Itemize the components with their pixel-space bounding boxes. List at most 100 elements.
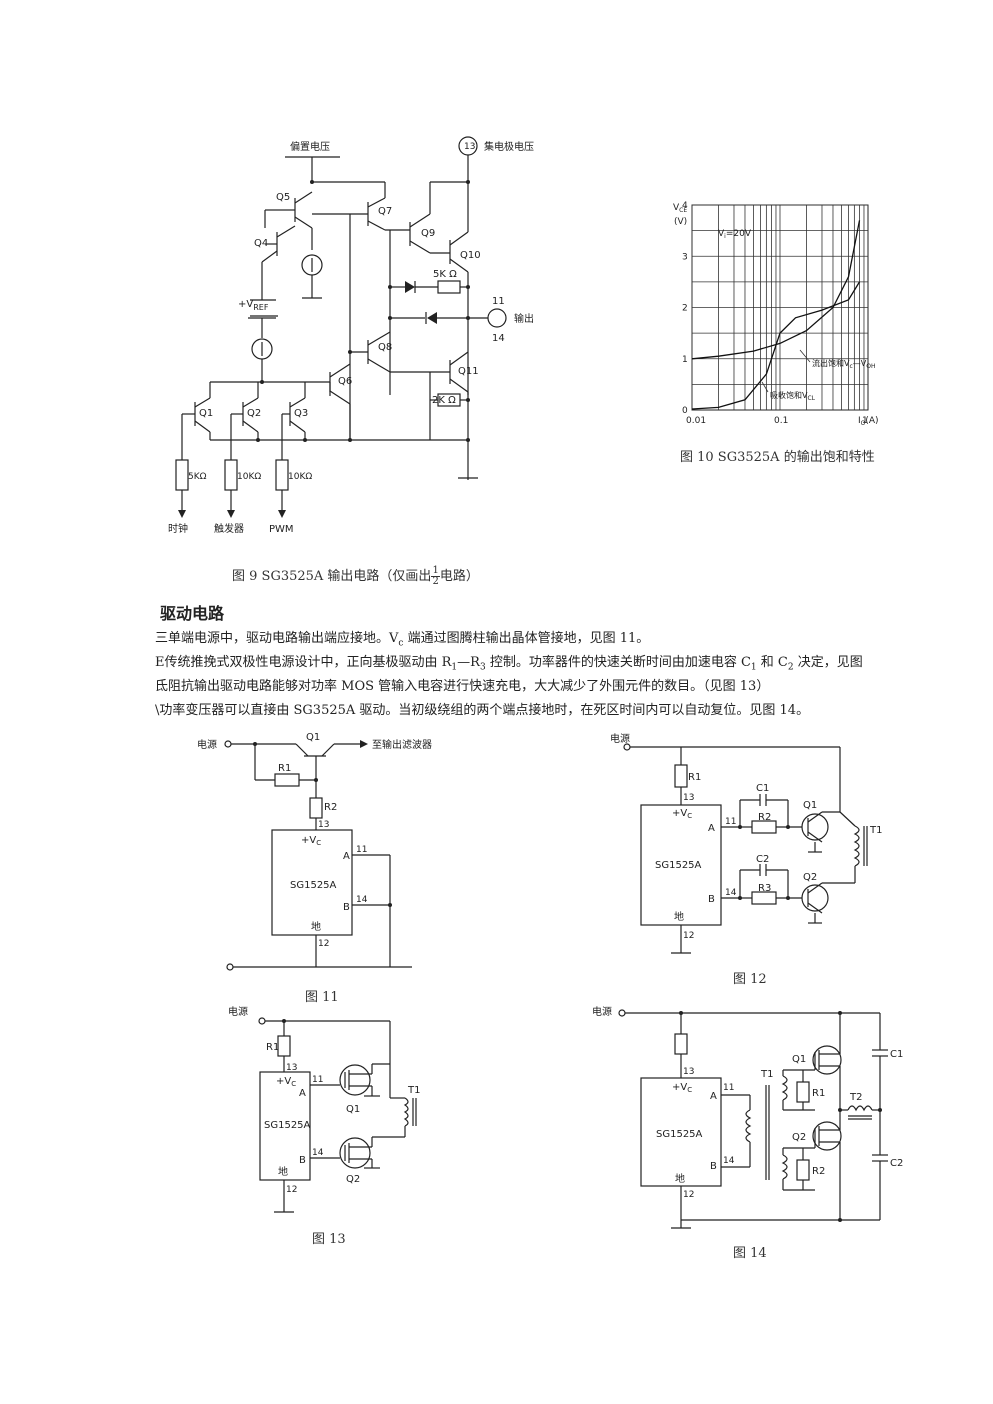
fig11-pin13: 13 <box>318 820 329 830</box>
fig9-pin11: 11 <box>492 296 505 307</box>
fig12-ground: 地 <box>674 910 684 923</box>
fig12-a: A <box>708 823 715 834</box>
fig13-q2: Q2 <box>346 1174 360 1185</box>
fig14-ground: 地 <box>675 1172 685 1185</box>
fig14-pin13: 13 <box>683 1067 694 1077</box>
fig9-q7: Q7 <box>378 206 392 217</box>
fig13-pin11: 11 <box>312 1075 323 1085</box>
fig14-t1: T1 <box>760 1069 773 1080</box>
fig9-trigger: 触发器 <box>214 522 244 535</box>
fig9-q11: Q11 <box>458 366 479 377</box>
fig14-pin14: 14 <box>723 1156 735 1166</box>
fig10-xtick: 1 <box>862 416 868 426</box>
section-heading: 驱动电路 <box>160 604 225 623</box>
fig12-pin13: 13 <box>683 793 694 803</box>
fig11-b: B <box>343 902 350 913</box>
fig14-c1: C1 <box>890 1049 903 1060</box>
fig11-to-filter: 至输出滤波器 <box>372 738 432 751</box>
fig14-pin11: 11 <box>723 1083 734 1093</box>
fig13-power: 电源 <box>228 1005 248 1018</box>
fig11-pin12: 12 <box>318 939 329 949</box>
fig9-r2k: 2K Ω <box>432 395 456 406</box>
fig9-q9: Q9 <box>421 228 435 239</box>
fig11-pin11: 11 <box>356 845 367 855</box>
fig14-a: A <box>710 1091 717 1102</box>
fig9-q3: Q3 <box>294 408 308 419</box>
fig10-y-axis-label: VCE <box>673 203 687 214</box>
section-line-4: \功率变压器可以直接由 SG3525A 驱动。当初级绕组的两个端点接地时，在死区… <box>155 703 810 718</box>
fig13-pin12: 12 <box>286 1185 297 1195</box>
fig10-caption: 图 10 SG3525A 的输出饱和特性 <box>680 450 875 465</box>
fig12-pin11: 11 <box>725 817 736 827</box>
fig12-r3: R3 <box>758 883 771 894</box>
fig14-r2: R2 <box>812 1166 825 1177</box>
fig10-y-unit: (V) <box>674 217 687 227</box>
fig9-r2: 10KΩ <box>237 472 261 482</box>
fig12-power: 电源 <box>610 732 630 745</box>
fig9-r5k: 5K Ω <box>433 269 457 280</box>
fig12-b: B <box>708 894 715 905</box>
fig11-r1: R1 <box>278 763 291 774</box>
fig14-c2: C2 <box>890 1158 903 1169</box>
fig12-chip: SG1525A <box>655 860 702 871</box>
fig10-sink-label: 吸收饱和VCL <box>770 390 816 402</box>
fig11-r2: R2 <box>324 802 337 813</box>
fig14-q1: Q1 <box>792 1054 806 1065</box>
fig14-r1: R1 <box>812 1088 825 1099</box>
fig9-bias-label: 偏置电压 <box>290 140 330 153</box>
section-line-2: E传统推挽式双极性电源设计中，正向基极驱动由 R1—R3 控制。功率器件的快速关… <box>155 655 863 673</box>
fig13-t1: T1 <box>407 1085 420 1096</box>
fig12-q2: Q2 <box>803 872 817 883</box>
fig11-caption: 图 11 <box>305 990 339 1005</box>
fig9-pin14: 14 <box>492 333 505 344</box>
fig11-q1: Q1 <box>306 732 320 743</box>
fig10-ytick: 0 <box>682 406 688 416</box>
fig9-r1: 5KΩ <box>188 472 207 482</box>
fig12-c1: C1 <box>756 783 769 794</box>
fig12-pin14: 14 <box>725 888 737 898</box>
fig12-vc: +VC <box>672 808 692 820</box>
fig11-vc: +VC <box>301 835 321 847</box>
fig14-power: 电源 <box>592 1005 612 1018</box>
fig13-pin14: 14 <box>312 1148 324 1158</box>
fig9-q2: Q2 <box>247 408 261 419</box>
fig9-output: 输出 <box>514 312 534 325</box>
fig12-r2: R2 <box>758 812 771 823</box>
fig9-q8: Q8 <box>378 342 392 353</box>
fig12-t1: T1 <box>869 825 882 836</box>
fig14-b: B <box>710 1161 717 1172</box>
fig11-power: 电源 <box>197 738 217 751</box>
fig12-caption: 图 12 <box>733 972 767 987</box>
fig13-b: B <box>299 1155 306 1166</box>
section-line-3: 氐阻抗输出驱动电路能够对功率 MOS 管输入电容进行快速充电，大大减少了外围元件… <box>155 679 770 694</box>
fig13-vc: +VC <box>276 1076 296 1088</box>
fig12-pin12: 12 <box>683 931 694 941</box>
fig12-r1: R1 <box>688 772 701 783</box>
fig10-ytick: 2 <box>682 304 688 314</box>
fig11-ground: 地 <box>311 920 321 933</box>
fig13-caption: 图 13 <box>312 1232 346 1247</box>
fig9-collector-label: 集电极电压 <box>484 140 534 153</box>
fig13-r1: R1 <box>266 1042 279 1053</box>
fig14-t2: T2 <box>849 1092 862 1103</box>
fig9-vref: +VREF <box>238 299 269 312</box>
fig10-ytick: 3 <box>682 252 688 262</box>
fig9-q10: Q10 <box>460 250 481 261</box>
fig12-c2: C2 <box>756 854 769 865</box>
fig10-source-label: 流出饱和Vc—VOH <box>812 358 876 370</box>
fig11-a: A <box>343 851 350 862</box>
fig10-series-2 <box>691 281 861 410</box>
fig12-q1: Q1 <box>803 800 817 811</box>
fig9-pin13: 13 <box>464 142 475 152</box>
fig9-q5: Q5 <box>276 192 290 203</box>
fig10-x-axis-label: IO(A) <box>858 416 879 427</box>
fig10-vi-annotation: Vi=20V <box>718 229 752 240</box>
fig11-pin14: 14 <box>356 895 368 905</box>
fig10-ytick: 1 <box>682 355 688 365</box>
